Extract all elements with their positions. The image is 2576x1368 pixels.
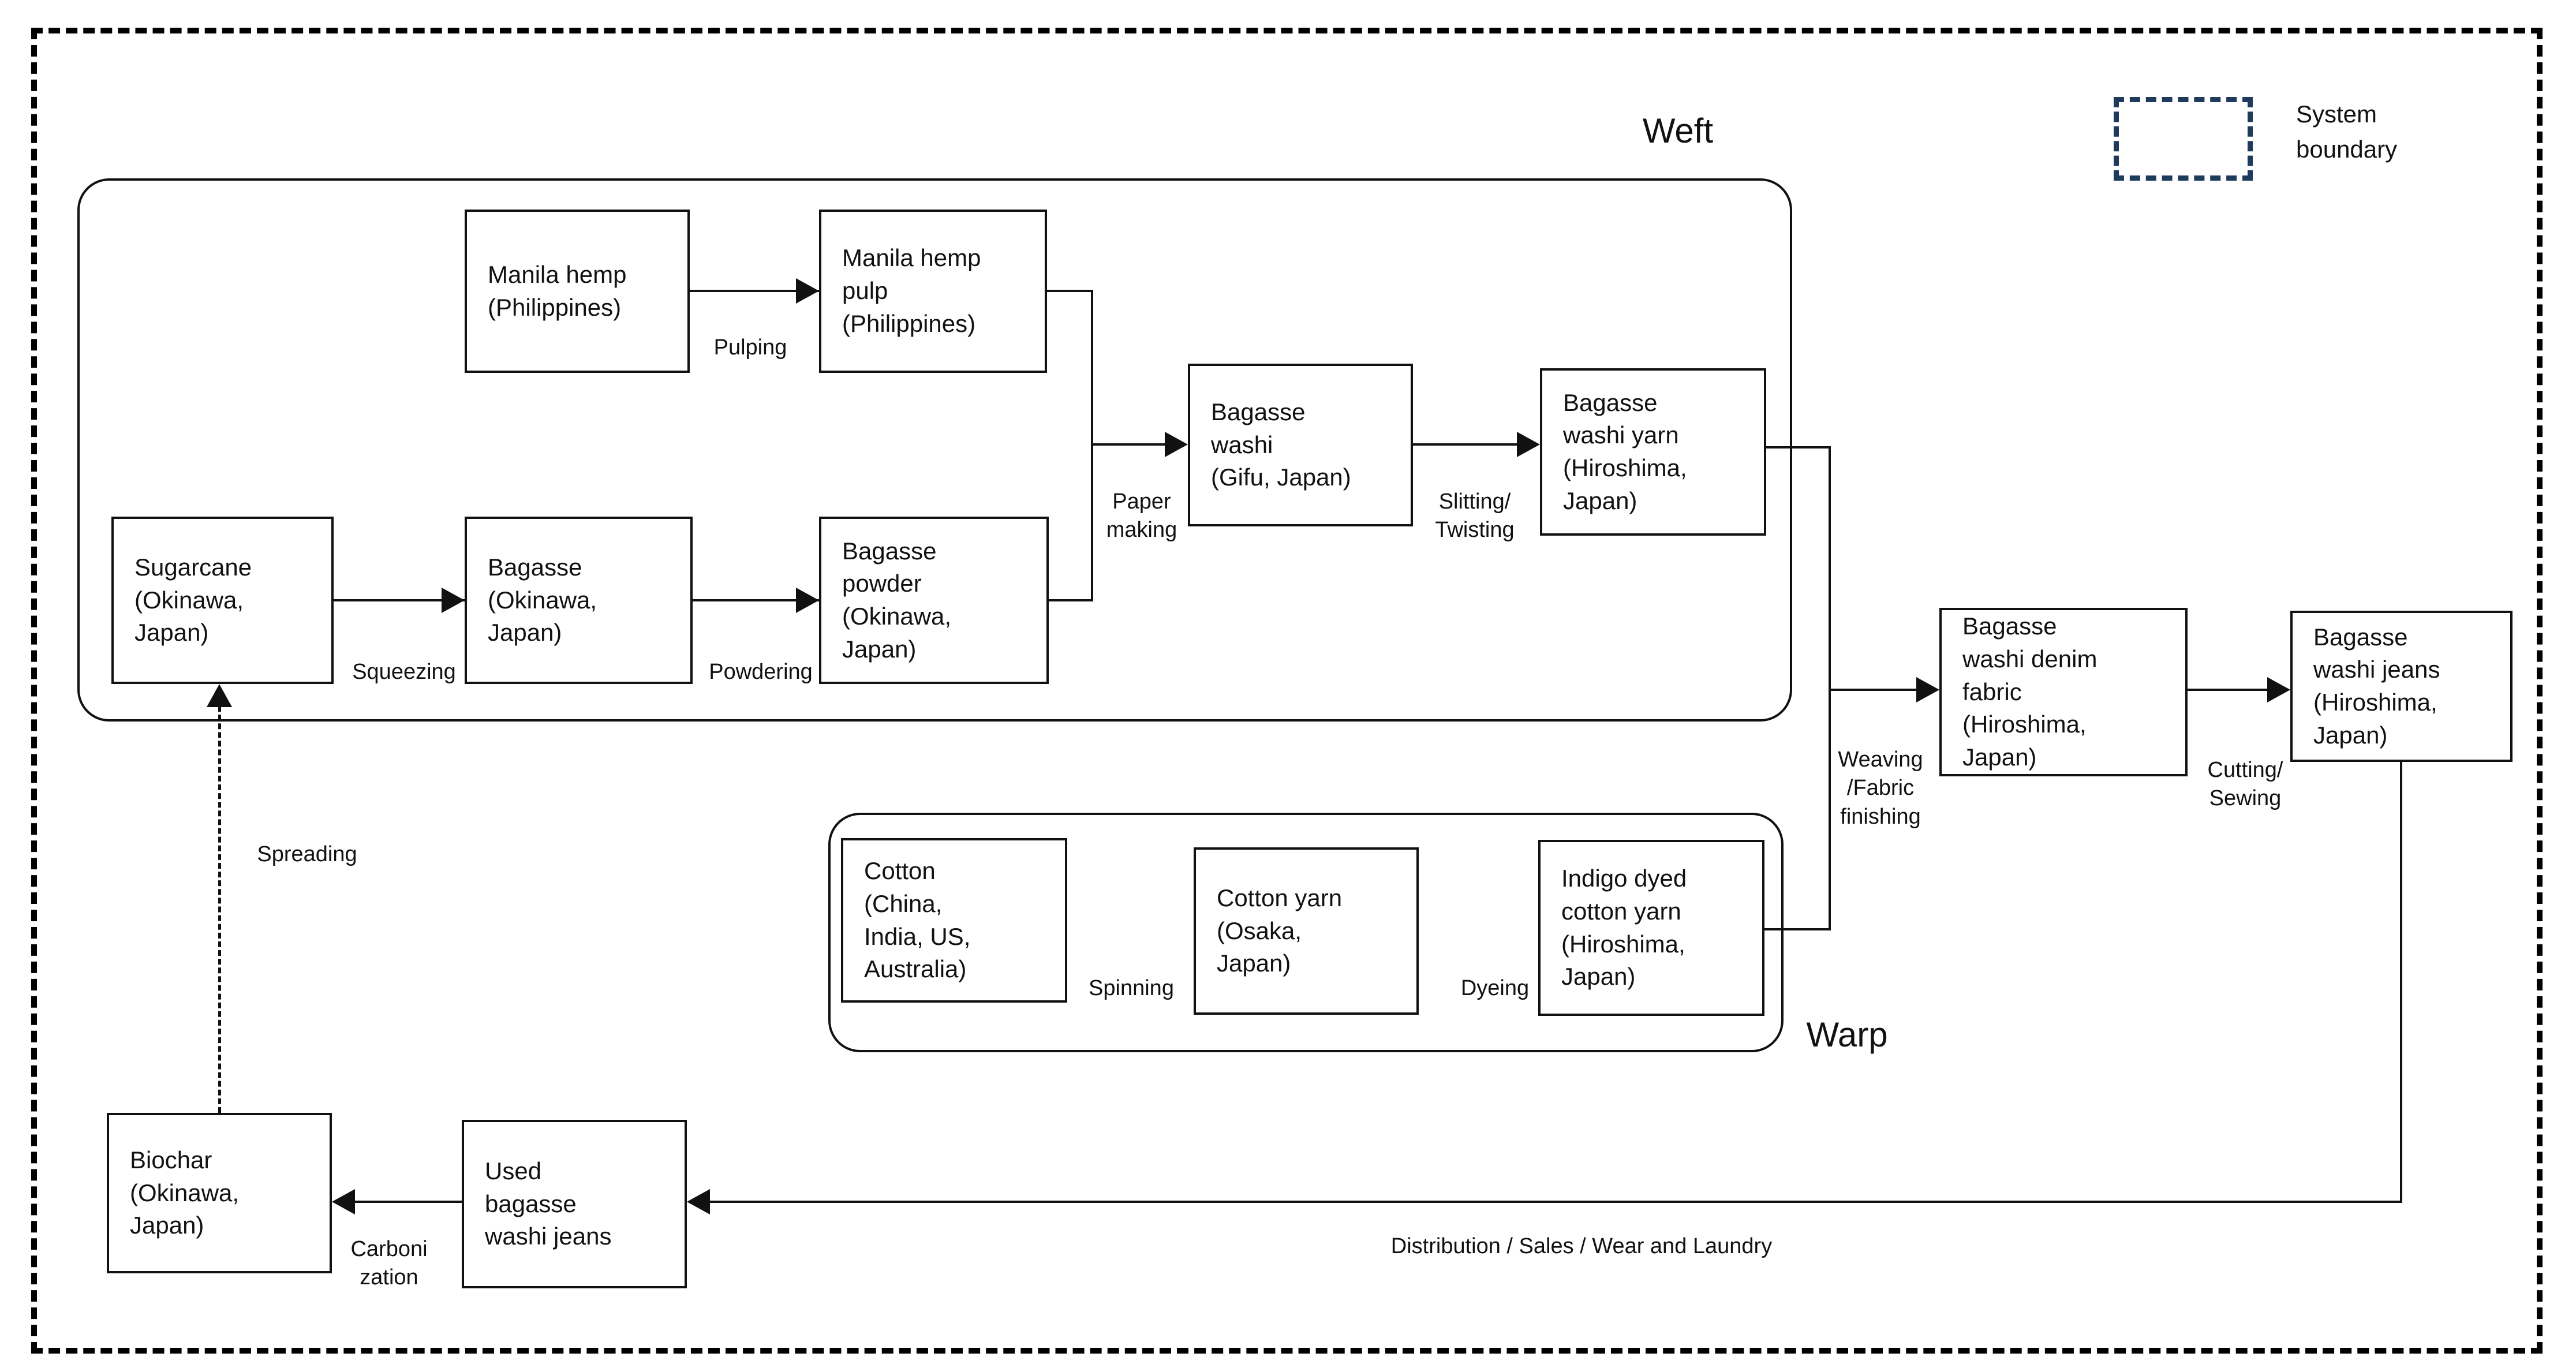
node-bagasse-washi: Bagasse washi (Gifu, Japan) [1188, 364, 1413, 526]
legend-dashed-box-icon [2114, 97, 2253, 181]
process-label-spreading: Spreading [257, 842, 357, 866]
warp-group-label: Warp [1806, 1015, 1888, 1054]
process-label-powdering: Powdering [709, 660, 813, 684]
arrowhead-right-icon [1916, 677, 1939, 702]
flow-line [1413, 443, 1523, 446]
process-label-slitting-twisting: Slitting/ Twisting [1435, 489, 1515, 543]
arrowhead-left-icon [687, 1189, 710, 1214]
process-label-squeezing: Squeezing [352, 660, 456, 684]
legend-label: System boundary [2296, 100, 2398, 163]
node-biochar: Biochar (Okinawa, Japan) [107, 1113, 332, 1273]
node-cotton-yarn: Cotton yarn (Osaka, Japan) [1194, 847, 1419, 1015]
arrowhead-right-icon [1517, 432, 1540, 457]
node-bagasse-washi-denim-fabric: Bagasse washi denim fabric (Hiroshima, J… [1939, 608, 2188, 776]
warp-group-border [828, 813, 1784, 1052]
node-indigo-dyed-cotton-yarn: Indigo dyed cotton yarn (Hiroshima, Japa… [1538, 840, 1764, 1016]
arrowhead-right-icon [2267, 677, 2290, 702]
process-label-spinning: Spinning [1089, 976, 1174, 1000]
flow-line [1091, 290, 1093, 601]
node-manila-hemp: Manila hemp (Philippines) [465, 210, 690, 373]
flow-line [709, 1201, 2402, 1203]
process-label-carbonization: Carboni zation [350, 1237, 428, 1290]
arrowhead-up-icon [207, 684, 232, 707]
flow-line [1049, 599, 1093, 601]
process-label-weaving-fabric-finishing: Weaving /Fabric finishing [1838, 747, 1923, 829]
arrowhead-right-icon [796, 588, 819, 613]
flow-line [1091, 443, 1169, 446]
process-label-distribution: Distribution / Sales / Wear and Laundry [1390, 1234, 1773, 1258]
system-boundary-border [31, 28, 2543, 1354]
flow-line [334, 599, 465, 601]
node-bagasse: Bagasse (Okinawa, Japan) [465, 517, 693, 684]
flow-line [693, 599, 819, 601]
node-used-bagasse-washi-jeans: Used bagasse washi jeans [462, 1120, 687, 1288]
flow-line [354, 1201, 462, 1203]
arrowhead-right-icon [796, 278, 819, 304]
weft-group-border [77, 178, 1792, 722]
flow-line [690, 290, 819, 292]
flow-line [1829, 446, 1831, 930]
process-label-dyeing: Dyeing [1460, 976, 1530, 1000]
flow-line [1765, 446, 1831, 448]
arrowhead-right-icon [1165, 432, 1188, 457]
node-bagasse-washi-yarn: Bagasse washi yarn (Hiroshima, Japan) [1540, 368, 1766, 536]
flow-line [1829, 689, 1918, 691]
flow-line [2400, 761, 2402, 1203]
flow-line [2188, 689, 2268, 691]
node-sugarcane: Sugarcane (Okinawa, Japan) [111, 517, 334, 684]
node-bagasse-powder: Bagasse powder (Okinawa, Japan) [819, 517, 1049, 684]
process-label-paper-making: Paper making [1106, 489, 1177, 543]
flow-line [1047, 290, 1093, 292]
flow-line [1763, 928, 1831, 930]
spreading-dashed-line [218, 706, 221, 1113]
node-manila-hemp-pulp: Manila hemp pulp (Philippines) [819, 210, 1047, 373]
process-label-cutting-sewing: Cutting/ Sewing [2207, 758, 2283, 811]
weft-group-label: Weft [1642, 111, 1714, 150]
node-bagasse-washi-jeans: Bagasse washi jeans (Hiroshima, Japan) [2290, 611, 2513, 762]
node-cotton: Cotton (China, India, US, Australia) [841, 838, 1067, 1003]
arrowhead-left-icon [332, 1189, 355, 1214]
arrowhead-right-icon [442, 588, 465, 613]
process-label-pulping: Pulping [713, 335, 787, 360]
